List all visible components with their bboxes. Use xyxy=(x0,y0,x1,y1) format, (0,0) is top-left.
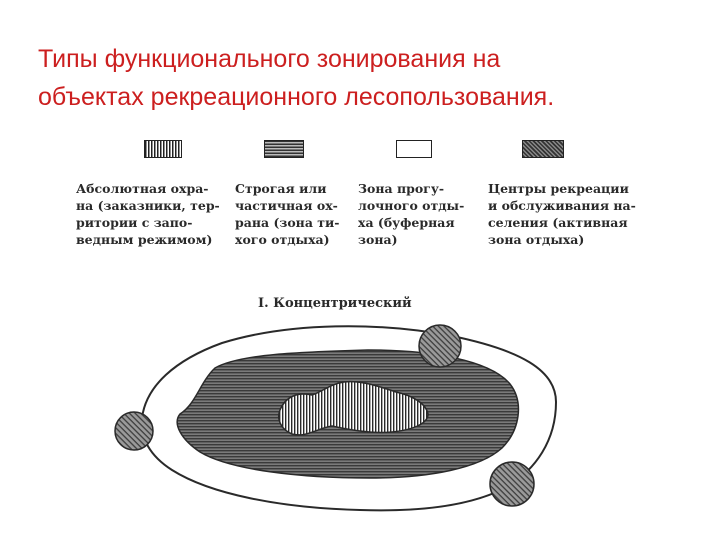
legend-line: лочного отды- xyxy=(358,198,465,213)
recreation-center-top xyxy=(418,324,462,368)
legend-line: частичная ох- xyxy=(235,198,338,213)
legend-line: Зона прогу- xyxy=(358,181,445,196)
legend-line: ведным режимом) xyxy=(76,232,213,247)
slide-title: Типы функционального зонирования на объе… xyxy=(38,40,698,116)
swatch-active-recreation xyxy=(522,140,564,158)
legend-line: хого отдыха) xyxy=(235,232,330,247)
legend-line: зона отдыха) xyxy=(488,232,585,247)
legend-line: ритории с запо- xyxy=(76,215,193,230)
legend-text-absolute-protection: Абсолютная охра- на (заказники, тер- рит… xyxy=(76,180,224,248)
swatch-absolute-protection xyxy=(144,140,182,158)
legend-line: ха (буферная xyxy=(358,215,455,230)
legend-line: Строгая или xyxy=(235,181,327,196)
title-line-2: объектах рекреационного лесопользования. xyxy=(38,83,555,111)
legend-text-active-recreation: Центры рекреации и обслуживания на- селе… xyxy=(488,180,636,248)
absolute-protection-core xyxy=(278,380,429,436)
legend-line: зона) xyxy=(358,232,398,247)
buffer-zone-outline xyxy=(140,325,558,512)
legend-line: Абсолютная охра- xyxy=(76,181,209,196)
recreation-center-left xyxy=(114,411,154,451)
legend-text-buffer-zone: Зона прогу- лочного отды- ха (буферная з… xyxy=(358,180,470,248)
legend-line: на (заказники, тер- xyxy=(76,198,220,213)
legend-line: рана (зона ти- xyxy=(235,215,340,230)
swatch-strict-protection xyxy=(264,140,304,158)
legend-text-strict-protection: Строгая или частичная ох- рана (зона ти-… xyxy=(235,180,345,248)
swatch-buffer-zone xyxy=(396,140,432,158)
title-line-1: Типы функционального зонирования на xyxy=(38,45,501,73)
legend-line: и обслуживания на- xyxy=(488,198,636,213)
legend-line: селения (активная xyxy=(488,215,628,230)
recreation-center-right xyxy=(489,461,535,507)
section-title-concentric: I. Концентрический xyxy=(258,296,412,311)
legend-line: Центры рекреации xyxy=(488,181,629,196)
